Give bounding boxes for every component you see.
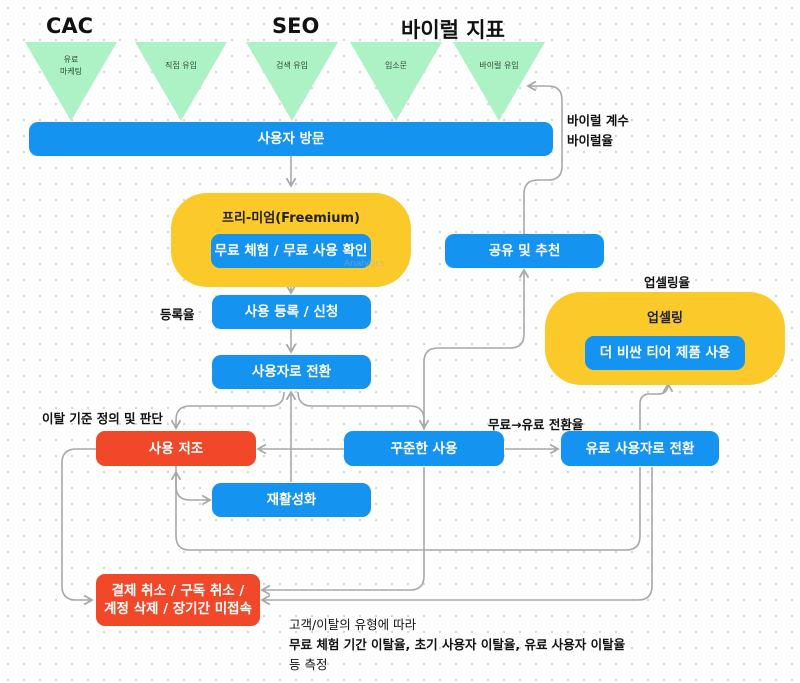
node-reactivate[interactable]: 재활성화 — [212, 483, 371, 517]
note-churn-metrics: 무료 체험 기간 이탈율, 초기 사용자 이탈율, 유료 사용자 이탈율 — [289, 637, 626, 652]
note-upsell-rate: 업셀링율 — [644, 275, 691, 290]
arrow-steady-to-cancel — [260, 467, 425, 596]
node-steady-use[interactable]: 꾸준한 사용 — [344, 431, 504, 466]
funnel-label-direct: 직접 유입 — [165, 61, 197, 70]
funnel-label-word-of-mouth: 입소문 — [384, 61, 408, 70]
funnel-label-search: 검색 유입 — [276, 61, 308, 70]
funnel-word-of-mouth — [350, 42, 442, 121]
funnel-label-viral: 바이럴 유입 — [479, 61, 519, 70]
note-viral-rate: 바이럴율 — [567, 133, 614, 148]
node-share[interactable]: 공유 및 추천 — [445, 234, 604, 268]
note-viral-coef: 바이럴 계수 — [567, 113, 629, 128]
arrow-convert-to-low — [170, 391, 285, 430]
node-low-usage[interactable]: 사용 저조 — [96, 431, 256, 466]
traffic-funnels — [25, 42, 545, 121]
heading-seo: SEO — [272, 14, 320, 38]
cancel-line-1: 결제 취소 / 구독 취소 / — [111, 583, 245, 599]
note-free-to-paid: 무료→유료 전환율 — [488, 417, 584, 432]
watermark: Analytics — [344, 259, 385, 269]
node-free-trial[interactable]: 무료 체험 / 무료 사용 확인 — [211, 234, 371, 268]
funnel-label-paid: 유료 마케팅 — [59, 55, 83, 76]
funnel-search — [246, 42, 338, 121]
heading-cac: CAC — [46, 14, 94, 38]
note-churn-def: 이탈 기준 정의 및 판단 — [42, 411, 163, 426]
arrow-steady-to-share — [423, 268, 530, 430]
arrow-paid-to-low — [170, 467, 641, 551]
arrow-share-to-viral — [523, 80, 563, 234]
funnel-viral — [453, 42, 545, 121]
note-churn-type: 고객/이탈의 유형에 따라 — [289, 617, 417, 632]
arrow-paid-to-cancel — [260, 467, 653, 606]
funnel-paid-marketing — [25, 42, 117, 121]
connectors — [61, 80, 674, 606]
node-paid-convert[interactable]: 유료 사용자로 전환 — [561, 431, 719, 466]
note-signup-rate: 등록율 — [160, 307, 195, 322]
node-signup[interactable]: 사용 등록 / 신청 — [212, 295, 371, 329]
arrow-paid-to-upsell — [639, 382, 674, 430]
freemium-title: 프리-미엄(Freemium) — [221, 211, 360, 226]
node-convert-user[interactable]: 사용자로 전환 — [212, 355, 371, 389]
arrow-low-to-cancel — [61, 448, 96, 606]
node-upsell[interactable]: 더 비싼 티어 제품 사용 — [585, 336, 745, 370]
cancel-line-2: 계정 삭제 / 장기간 미접속 — [104, 601, 252, 617]
funnel-direct — [135, 42, 227, 121]
heading-viral: 바이럴 지표 — [401, 18, 505, 42]
arrow-low-to-reactivate — [175, 466, 212, 506]
arrow-convert-to-steady — [297, 391, 430, 430]
upsell-title: 업셀링 — [647, 311, 683, 326]
node-user-visit[interactable]: 사용자 방문 — [29, 122, 553, 156]
node-cancel[interactable]: 결제 취소 / 구독 취소 / 계정 삭제 / 장기간 미접속 — [96, 574, 260, 626]
note-measure: 등 측정 — [289, 657, 328, 672]
